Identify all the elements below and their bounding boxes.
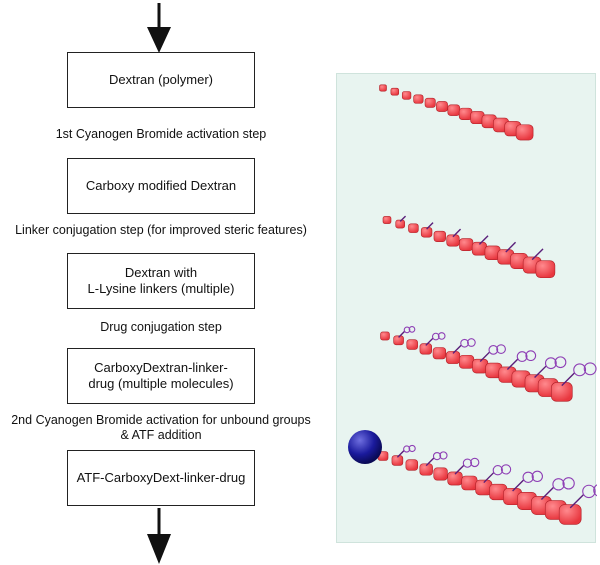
drug-ring [439,451,448,460]
lysine-linker [561,372,575,387]
box-dextran-lysine: Dextran with L-Lysine linkers (multiple) [67,253,255,309]
lysine-linker [479,351,490,362]
dextran-bead [382,216,392,224]
lysine-linker [483,472,495,484]
dextran-bead [432,347,447,360]
dextran-bead [433,467,448,481]
box-atf-carboxydext: ATF-CarboxyDext-linker-drug [67,450,255,506]
drug-ring [470,457,480,468]
lysine-linker [398,330,406,338]
dextran-bead [424,97,436,108]
drug-ring [573,363,587,377]
atf-sphere [348,430,382,464]
box-label: Dextran (polymer) [108,72,214,87]
lysine-linker [512,479,525,492]
lysine-linker [452,344,462,354]
dextran-bead [447,104,461,116]
box-label: CarboxyDextran-linker- drug (multiple mo… [88,360,234,391]
drug-ring [403,326,411,334]
lysine-linker [531,248,544,261]
dextran-bead [535,260,556,279]
dextran-bead [390,87,400,96]
drug-ring [432,451,442,461]
dextran-bead [391,455,404,466]
lysine-linker [454,464,465,475]
drug-ring [437,332,446,340]
drug-ring [467,338,476,347]
lysine-linker [399,215,407,222]
dextran-bead [408,223,419,233]
lysine-linker [534,365,547,379]
box-carboxy-dextran: Carboxy modified Dextran [67,158,255,214]
dextran-bead [446,234,460,247]
drug-ring [531,470,543,483]
box-label: Carboxy modified Dextran [85,178,237,193]
lysine-linker [506,358,519,371]
drug-ring [552,478,565,491]
dextran-bead [420,227,433,238]
molecule-illustration-panel [336,73,600,543]
top-arrow-icon [147,3,171,53]
drug-ring [554,356,567,369]
dextran-bead [461,475,478,491]
drug-ring [522,471,534,483]
dextran-bead [459,354,475,369]
dextran-bead [395,219,405,229]
drug-ring [516,351,528,362]
drug-ring [496,344,506,354]
step-1st-cnbr-activation: 1st Cyanogen Bromide activation step [55,127,267,141]
lysine-linker [452,228,462,238]
lysine-linker [396,450,405,458]
drug-ring [403,445,411,453]
dextran-bead [413,94,424,104]
lysine-linker [540,486,554,500]
lysine-linker [569,494,584,509]
drug-ring [492,465,503,476]
drug-ring [431,332,440,341]
step-2nd-cnbr-atf: 2nd Cyanogen Bromide activation for unbo… [11,413,311,442]
dextran-bead [551,382,573,402]
lysine-linker [505,241,517,253]
drug-ring [408,326,416,333]
box-carboxydextran-linker-drug: CarboxyDextran-linker- drug (multiple mo… [67,348,255,404]
bottom-arrow-icon [147,508,171,564]
dextran-bead [558,504,582,525]
drug-ring [462,458,473,468]
drug-ring [488,344,499,355]
box-label: Dextran with L-Lysine linkers (multiple) [87,265,235,296]
dextran-bead [379,84,387,92]
dextran-bead [436,101,448,112]
dextran-bead [458,107,473,120]
dextran-bead [433,230,446,242]
box-label: ATF-CarboxyDext-linker-drug [76,470,246,485]
lysine-linker [425,457,435,467]
dextran-bead [515,124,534,141]
lysine-linker [478,235,489,245]
molecule-illustration [348,84,600,525]
drug-ring [544,357,557,370]
drug-ring [460,338,469,348]
dextran-bead [419,463,433,476]
drug-ring [525,350,537,362]
dextran-bead [393,335,404,346]
drug-ring [562,477,575,490]
drug-ring [583,362,597,376]
step-linker-conjugation: Linker conjugation step (for improved st… [15,223,307,237]
drug-ring [582,484,596,499]
dextran-bead [401,91,412,100]
lysine-linker [425,337,434,346]
box-dextran-polymer: Dextran (polymer) [67,52,255,108]
drug-ring [500,464,512,475]
dextran-bead [459,238,474,251]
dextran-bead [380,331,390,341]
dextran-bead [419,343,432,355]
step-drug-conjugation: Drug conjugation step [100,320,222,334]
lysine-linker [426,222,434,230]
dextran-bead [405,459,419,471]
drug-ring [408,444,416,453]
dextran-bead [406,339,418,350]
